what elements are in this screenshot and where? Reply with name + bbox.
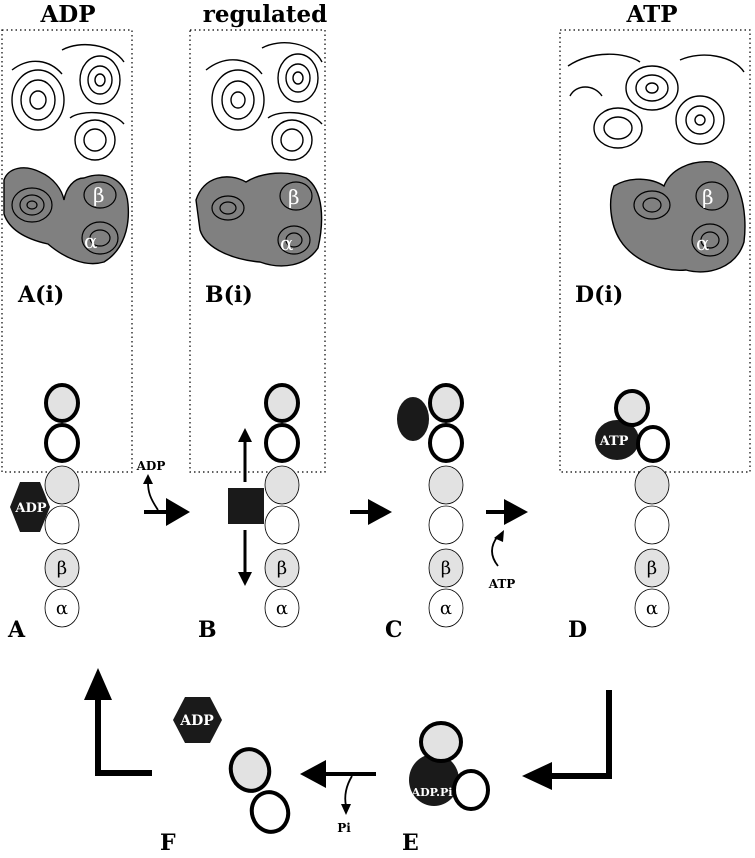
frame-regulated (189, 29, 326, 473)
map-label-d: D(i) (575, 282, 623, 308)
frame-adp (1, 29, 133, 473)
bound-adp-label: ADP (14, 501, 46, 516)
schematic-b-alpha: α (276, 598, 288, 619)
arrow-d-to-e (522, 690, 612, 790)
header-adp: ADP (39, 1, 95, 28)
map-b-alpha-label: α (280, 231, 294, 255)
frame-atp (559, 29, 751, 473)
schematic-c-alpha: α (440, 598, 452, 619)
panel-label-d: D (568, 617, 587, 643)
header-atp: ATP (626, 1, 678, 28)
arrow-b-to-c (350, 499, 392, 525)
panel-label-f: F (160, 830, 176, 853)
atp-lobe (595, 420, 639, 460)
bound-atp-label: ATP (599, 434, 629, 449)
schematic-c-beta: β (441, 558, 451, 579)
schematic-b-beta: β (277, 558, 287, 579)
arrow-e-to-f: Pi (300, 760, 376, 835)
density-map-a: β α (3, 43, 130, 265)
panel-label-a: A (7, 617, 26, 643)
arrow-f-to-a (84, 668, 152, 776)
map-label-a: A(i) (17, 282, 64, 308)
map-label-b: B(i) (205, 282, 253, 308)
schematic-a: β α ADP (10, 383, 80, 628)
schematic-d-beta: β (647, 558, 657, 579)
dark-lobe-c (397, 397, 429, 441)
map-d-beta-label: β (702, 185, 714, 209)
regulator-square (228, 488, 264, 524)
schematic-d: ATP β α (595, 389, 670, 628)
schematic-c: β α (397, 383, 464, 628)
map-b-beta-label: β (288, 185, 300, 209)
map-a-beta-label: β (93, 183, 105, 207)
adp-release-label: ADP (136, 459, 166, 473)
adp-pi-lobe (409, 754, 459, 806)
schematic-a-alpha: α (56, 598, 68, 619)
arrow-a-to-b: ADP (136, 459, 190, 526)
density-map-b: β α (195, 42, 323, 267)
density-map-d: β α (567, 53, 746, 273)
atp-binding-label: ATP (488, 577, 516, 591)
schematic-e: ADP.Pi (409, 721, 490, 811)
bound-adp-pi-label: ADP.Pi (411, 786, 453, 799)
schematic-b: β α (228, 383, 300, 628)
schematic-a-beta: β (57, 558, 67, 579)
schematic-f: ADP (173, 697, 291, 834)
schematic-d-alpha: α (646, 598, 658, 619)
pi-release-label: Pi (337, 821, 351, 835)
panel-label-c: C (385, 617, 403, 643)
map-a-alpha-label: α (84, 229, 98, 253)
map-d-alpha-label: α (696, 231, 710, 255)
header-regulated: regulated (203, 1, 328, 28)
panel-label-e: E (402, 830, 419, 853)
free-adp-label: ADP (179, 713, 214, 729)
arrow-c-to-d: ATP (486, 499, 528, 591)
panel-label-b: B (198, 617, 217, 643)
